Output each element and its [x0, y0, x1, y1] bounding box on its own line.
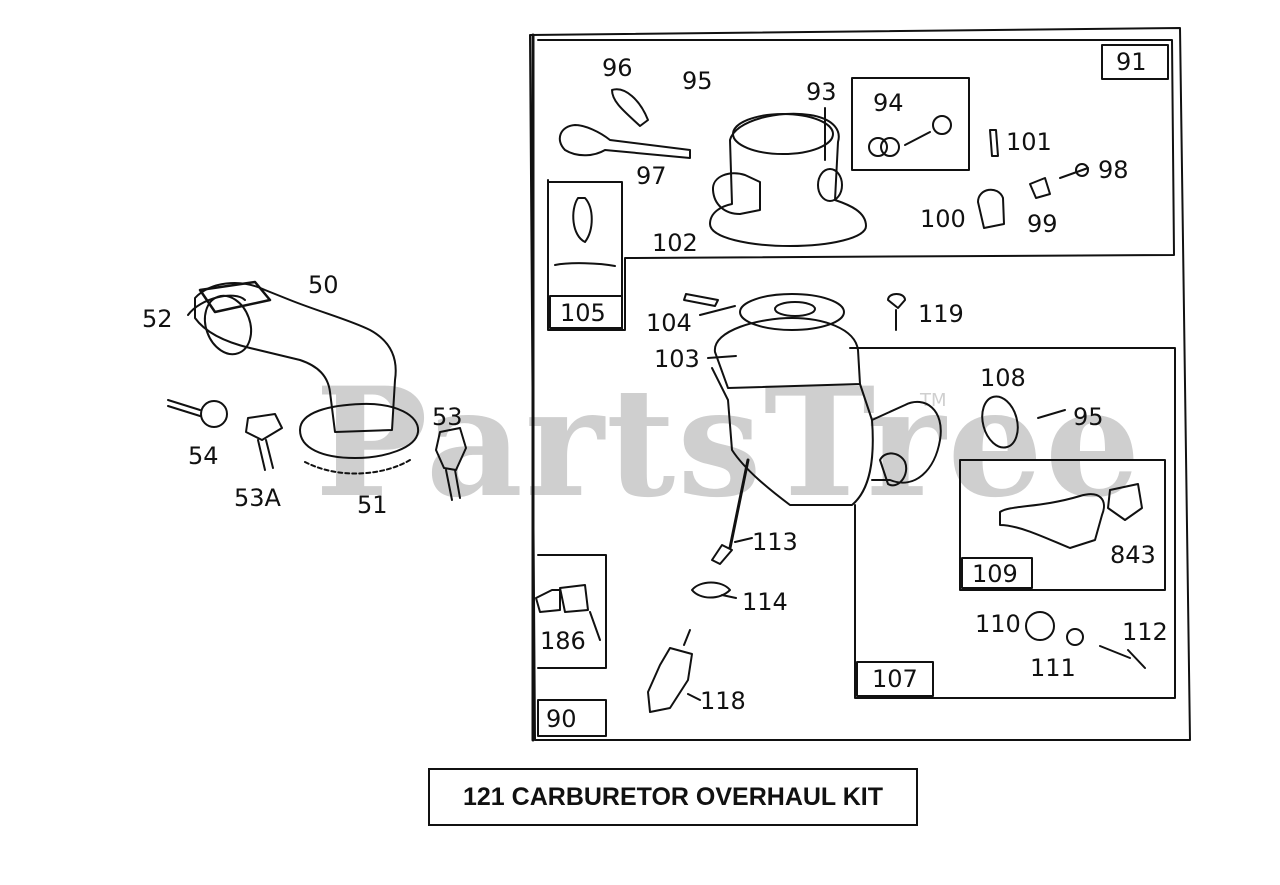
fuel-fitting-118-part — [647, 629, 693, 713]
callout-96: 96 — [602, 54, 633, 82]
callout-112: 112 — [1122, 618, 1168, 646]
callout-52: 52 — [142, 305, 173, 333]
callout-107: 107 — [872, 665, 918, 693]
fitting-186-part — [535, 584, 589, 613]
carburetor-lower-body-part — [711, 293, 942, 565]
screw-119-part — [887, 293, 906, 331]
callout-100: 100 — [920, 205, 966, 233]
group-186-frame — [537, 554, 607, 669]
callout-102: 102 — [652, 229, 698, 257]
group-107-frame — [849, 347, 1176, 699]
callout-118: 118 — [700, 687, 746, 715]
box-90 — [537, 699, 607, 737]
callout-119: 119 — [918, 300, 964, 328]
parts-98-99-100-part — [977, 163, 1089, 229]
throttle-shaft-part — [558, 88, 691, 159]
callout-50: 50 — [308, 271, 339, 299]
part-111 — [1066, 628, 1084, 646]
washer-110-part — [1025, 611, 1055, 641]
carburetor-upper-body-part — [709, 107, 867, 247]
callout-101: 101 — [1006, 128, 1052, 156]
callout-104: 104 — [646, 309, 692, 337]
callout-109: 109 — [972, 560, 1018, 588]
choke-parts-94-part — [868, 115, 952, 157]
group-91-frame — [537, 39, 1175, 331]
bolt-53a-part — [245, 413, 283, 471]
box-91 — [1101, 44, 1169, 80]
screw-112-part — [1099, 645, 1146, 669]
callout-95-top: 95 — [682, 67, 713, 95]
bolt-53-part — [435, 427, 467, 501]
screw-54-part — [167, 399, 228, 428]
callout-111: 111 — [1030, 654, 1076, 682]
screw-95-part — [1037, 409, 1066, 419]
pin-101-part — [989, 129, 999, 157]
group-109-frame — [959, 459, 1166, 591]
callout-53a: 53A — [234, 484, 281, 512]
callout-97: 97 — [636, 162, 667, 190]
group-94-frame — [851, 77, 970, 171]
callout-114: 114 — [742, 588, 788, 616]
callout-53: 53 — [432, 403, 463, 431]
callout-91: 91 — [1116, 48, 1147, 76]
callout-98: 98 — [1098, 156, 1129, 184]
group-105-frame — [547, 181, 623, 331]
callout-186: 186 — [540, 627, 586, 655]
callout-94: 94 — [873, 89, 904, 117]
kit-title: 121 CARBURETOR OVERHAUL KIT — [463, 782, 883, 811]
callout-103: 103 — [654, 345, 700, 373]
clip-104-part — [683, 293, 719, 307]
callout-99: 99 — [1027, 210, 1058, 238]
intake-elbow-part — [187, 280, 420, 475]
callout-51: 51 — [357, 491, 388, 519]
kit-title-box: 121 CARBURETOR OVERHAUL KIT — [428, 768, 918, 826]
box-105 — [549, 295, 623, 329]
watermark: PartsTree — [315, 355, 1143, 531]
gasket-108-part — [981, 395, 1019, 449]
gasket-105-part — [572, 197, 593, 243]
callout-110: 110 — [975, 610, 1021, 638]
callout-108: 108 — [980, 364, 1026, 392]
callout-54: 54 — [188, 442, 219, 470]
callout-95-mid: 95 — [1073, 403, 1104, 431]
box-109 — [961, 557, 1033, 589]
callout-105: 105 — [560, 299, 606, 327]
callout-90: 90 — [546, 705, 577, 733]
lever-109-part — [999, 483, 1143, 549]
callout-843: 843 — [1110, 541, 1156, 569]
washer-114-part — [691, 581, 731, 599]
box-107 — [856, 661, 934, 697]
callout-93: 93 — [806, 78, 837, 106]
callout-113: 113 — [752, 528, 798, 556]
